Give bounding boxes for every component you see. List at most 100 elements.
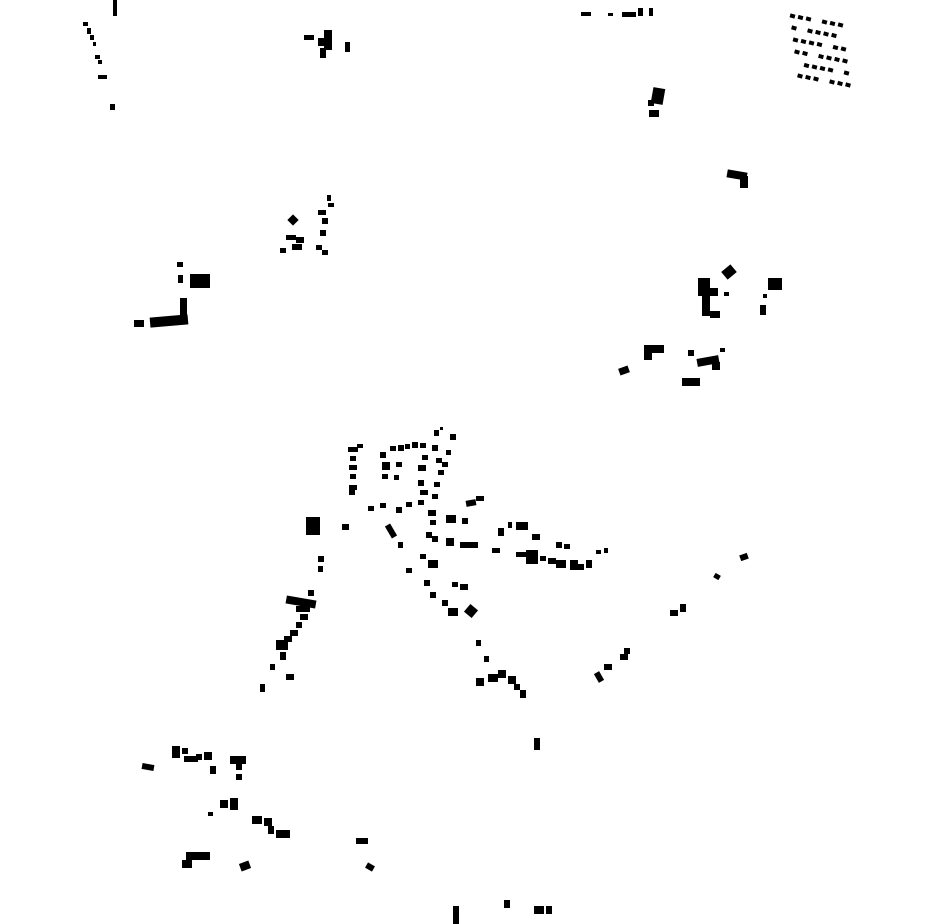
building-footprint — [811, 64, 818, 70]
building-footprint — [450, 434, 456, 440]
building-footprint — [196, 754, 202, 760]
building-footprint — [548, 558, 556, 564]
building-footprint — [87, 28, 91, 34]
building-footprint — [113, 0, 117, 16]
building-footprint — [498, 670, 506, 678]
building-footprint — [182, 748, 188, 754]
building-footprint — [622, 12, 636, 17]
building-footprint — [318, 556, 324, 562]
building-footprint — [448, 608, 458, 616]
building-footprint — [608, 13, 613, 16]
building-footprint — [322, 218, 328, 224]
building-footprint — [382, 462, 390, 470]
building-footprint — [432, 536, 438, 542]
buildings-layer — [83, 0, 851, 924]
building-footprint — [492, 548, 500, 553]
building-footprint — [398, 445, 404, 451]
building-footprint — [83, 22, 88, 26]
building-footprint — [178, 275, 183, 283]
building-footprint — [570, 560, 578, 570]
building-footprint — [837, 80, 843, 87]
building-footprint — [420, 490, 428, 495]
building-footprint — [286, 674, 294, 680]
building-footprint — [172, 746, 180, 758]
building-footprint — [90, 35, 94, 40]
building-footprint — [826, 55, 832, 61]
building-footprint — [190, 274, 210, 288]
building-footprint — [349, 485, 357, 490]
building-footprint — [845, 82, 851, 88]
building-footprint — [465, 499, 477, 507]
building-footprint — [813, 76, 819, 82]
building-footprint — [290, 630, 298, 636]
building-footprint — [356, 838, 368, 844]
building-footprint — [406, 502, 412, 507]
building-footprint — [816, 41, 823, 48]
building-footprint — [832, 44, 839, 51]
building-footprint — [596, 550, 601, 554]
building-footprint — [688, 350, 694, 356]
building-footprint — [807, 28, 813, 34]
building-footprint — [797, 14, 804, 21]
building-footprint — [578, 564, 584, 570]
building-footprint — [390, 446, 396, 451]
building-footprint — [446, 515, 456, 523]
building-footprint — [230, 798, 238, 810]
building-footprint — [763, 294, 767, 298]
building-footprint — [532, 534, 540, 540]
building-footprint — [296, 622, 302, 628]
building-footprint — [357, 444, 363, 448]
building-footprint — [792, 37, 799, 43]
building-footprint — [418, 500, 424, 505]
building-footprint — [556, 560, 566, 568]
building-footprint — [286, 235, 296, 240]
building-footprint — [819, 65, 826, 72]
building-footprint — [604, 664, 612, 670]
building-footprint — [324, 30, 332, 50]
building-footprint — [452, 582, 458, 587]
building-footprint — [463, 603, 479, 619]
building-footprint — [791, 25, 797, 31]
building-footprint — [644, 350, 652, 360]
building-footprint — [292, 244, 302, 250]
building-footprint — [721, 264, 737, 280]
building-footprint — [406, 568, 412, 573]
building-footprint — [424, 580, 430, 586]
building-footprint — [428, 510, 436, 516]
building-footprint — [260, 684, 265, 692]
building-footprint — [488, 674, 498, 682]
building-footprint — [802, 50, 808, 57]
building-footprint — [434, 430, 439, 436]
building-footprint — [268, 826, 274, 834]
building-footprint — [520, 690, 526, 698]
building-footprint — [648, 100, 654, 106]
building-footprint — [280, 248, 286, 253]
building-footprint — [805, 16, 812, 22]
building-footprint — [287, 214, 299, 226]
building-footprint — [412, 442, 418, 448]
building-footprint — [821, 19, 828, 25]
building-footprint — [740, 176, 748, 188]
building-footprint — [508, 522, 512, 528]
building-footprint — [442, 462, 448, 467]
building-footprint — [382, 474, 388, 479]
building-footprint — [98, 60, 102, 64]
building-footprint — [418, 480, 424, 486]
building-footprint — [349, 465, 357, 470]
building-footprint — [320, 230, 326, 236]
building-footprint — [476, 496, 484, 501]
building-footprint — [540, 556, 546, 561]
building-footprint — [328, 203, 334, 207]
building-footprint — [460, 542, 478, 548]
building-footprint — [581, 12, 591, 16]
building-footprint — [396, 462, 402, 467]
building-footprint — [797, 73, 803, 79]
building-footprint — [789, 13, 796, 19]
building-footprint — [724, 292, 729, 296]
building-footprint — [837, 22, 844, 28]
building-footprint — [308, 590, 314, 596]
building-footprint — [624, 648, 630, 654]
building-footprint — [318, 210, 326, 215]
